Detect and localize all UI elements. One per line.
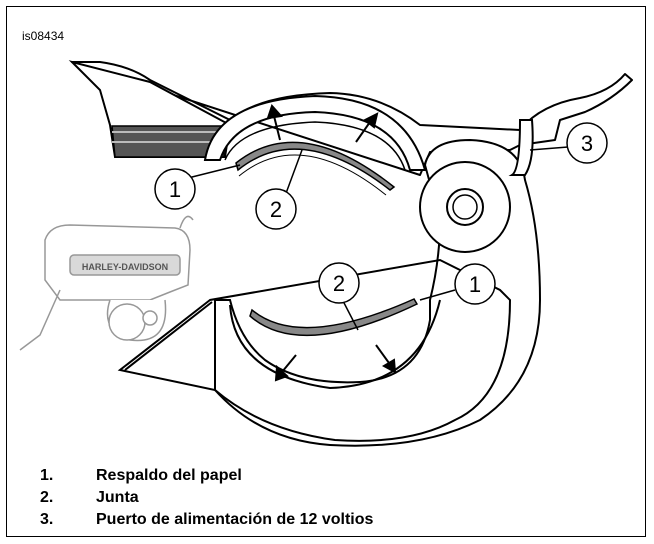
- callout-leaders: [187, 146, 569, 331]
- lower-gasket: [249, 298, 419, 337]
- svg-text:2: 2: [333, 271, 345, 296]
- legend-number: 3.: [40, 511, 54, 528]
- svg-text:1: 1: [169, 177, 181, 202]
- legend-text: Junta: [96, 489, 139, 506]
- knob-inner: [452, 194, 478, 220]
- callout-3: 3: [566, 122, 608, 164]
- legend-item: 1. Respaldo del papel: [40, 465, 373, 487]
- inset-logo: HARLEY-DAVIDSON: [82, 262, 168, 272]
- legend-item: 3. Puerto de alimentación de 12 voltios: [40, 509, 373, 531]
- lower-arrows: [274, 344, 397, 382]
- svg-text:3: 3: [581, 131, 593, 156]
- legend-item: 2. Junta: [40, 487, 373, 509]
- power-port-tab: [508, 119, 534, 176]
- inset-device: [19, 215, 194, 351]
- callout-1-bottom: 1: [454, 263, 496, 305]
- lower-arch: [229, 299, 441, 390]
- upper-arrows: [266, 104, 379, 143]
- callout-2-bottom: 2: [318, 262, 360, 304]
- callout-1-top: 1: [154, 168, 196, 210]
- svg-text:2: 2: [270, 197, 282, 222]
- legend-text: Respaldo del papel: [96, 467, 242, 484]
- legend-text: Puerto de alimentación de 12 voltios: [96, 511, 374, 528]
- figure-id: is08434: [22, 29, 65, 43]
- legend: 1. Respaldo del papel 2. Junta 3. Puerto…: [40, 465, 373, 531]
- callout-2-top: 2: [255, 188, 297, 230]
- svg-text:1: 1: [469, 272, 481, 297]
- lower-cover: [117, 258, 512, 442]
- legend-number: 2.: [40, 489, 54, 506]
- legend-number: 1.: [40, 467, 54, 484]
- upper-gasket: [235, 141, 396, 191]
